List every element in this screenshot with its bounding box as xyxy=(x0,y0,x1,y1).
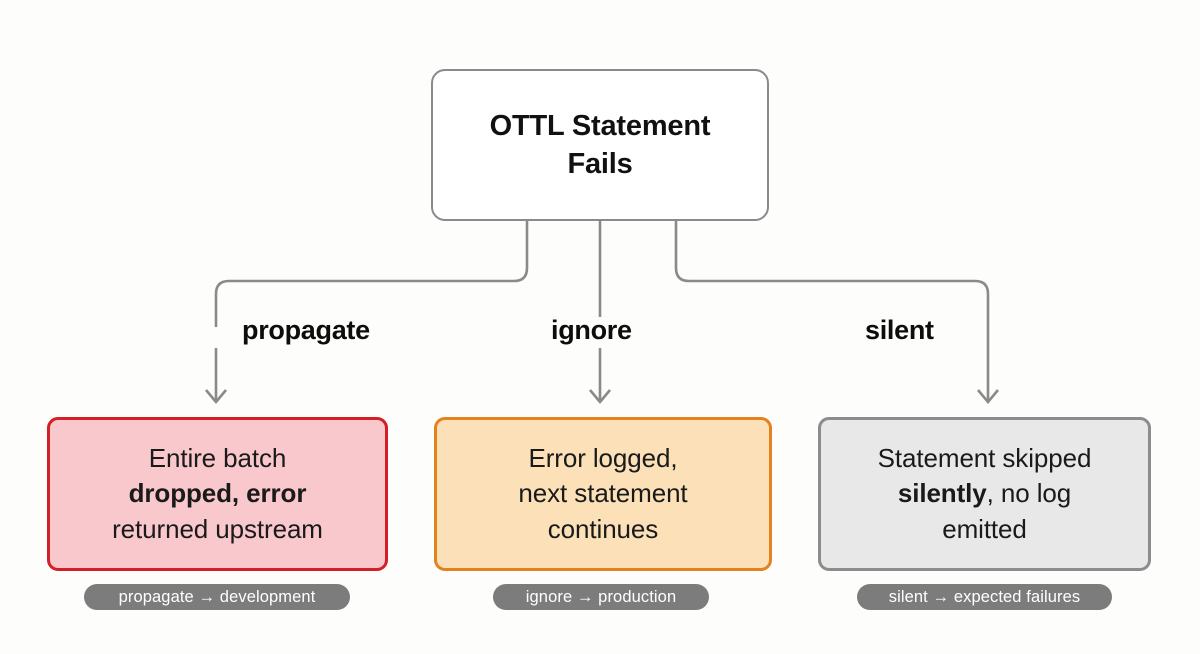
caption-chip-propagate: propagate → development xyxy=(84,584,350,610)
edge-label-propagate: propagate xyxy=(235,317,377,344)
outcome-silent-line1: Statement skipped xyxy=(877,442,1092,473)
connector-propagate xyxy=(214,221,529,327)
outcome-silent-line2-rest: , no log xyxy=(986,478,1072,509)
outcome-ignore-label: Error logged, next statement continues xyxy=(518,441,687,547)
outcome-propagate-line2: dropped, error xyxy=(128,478,307,509)
arrowhead-propagate xyxy=(205,389,227,405)
caption-chip-silent: silent → expected failures xyxy=(857,584,1112,610)
root-node-label: OTTL Statement Fails xyxy=(490,107,711,184)
edge-label-ignore: ignore xyxy=(544,317,639,344)
arrowhead-ignore xyxy=(589,389,611,405)
root-node-line1: OTTL Statement xyxy=(489,109,711,142)
outcome-box-propagate: Entire batch dropped, error returned ups… xyxy=(47,417,388,571)
edge-label-silent: silent xyxy=(858,317,941,344)
outcome-propagate-line1: Entire batch xyxy=(148,442,287,473)
outcome-silent-line2-bold: silently xyxy=(897,478,987,509)
outcome-ignore-line3: continues xyxy=(547,513,659,544)
outcome-propagate-label: Entire batch dropped, error returned ups… xyxy=(112,441,323,547)
root-node: OTTL Statement Fails xyxy=(431,69,769,221)
root-node-line2: Fails xyxy=(567,148,633,180)
outcome-ignore-line1: Error logged, xyxy=(528,442,678,473)
outcome-silent-label: Statement skipped silently, no log emitt… xyxy=(878,441,1092,547)
caption-chip-ignore: ignore → production xyxy=(493,584,709,610)
outcome-silent-line3: emitted xyxy=(942,513,1027,544)
arrowhead-silent xyxy=(977,389,999,405)
outcome-box-ignore: Error logged, next statement continues xyxy=(434,417,772,571)
outcome-box-silent: Statement skipped silently, no log emitt… xyxy=(818,417,1151,571)
connector-silent xyxy=(674,221,990,400)
outcome-ignore-line2: next statement xyxy=(518,478,688,509)
outcome-propagate-line3: returned upstream xyxy=(112,513,323,544)
